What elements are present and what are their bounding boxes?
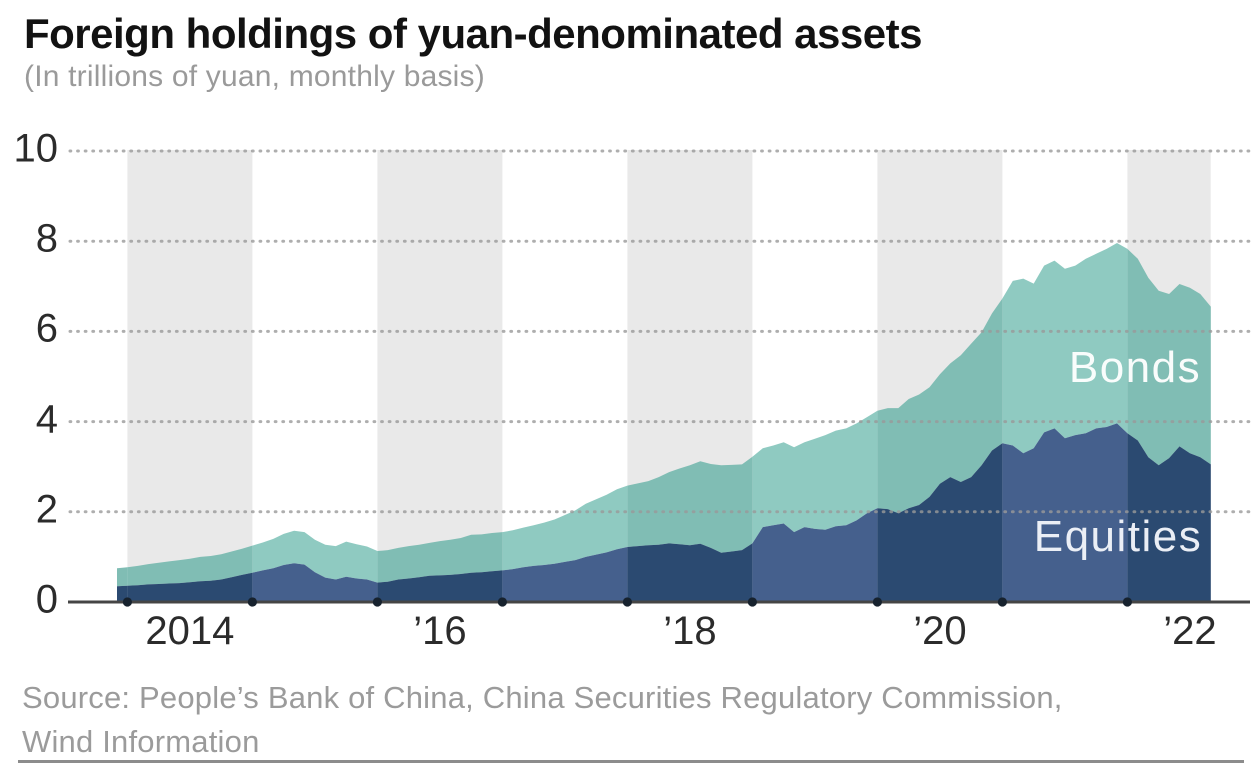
- bottom-divider: [18, 760, 1244, 763]
- bonds-area: [502, 485, 628, 571]
- axis-tick-dot: [872, 597, 883, 607]
- y-tick-label: 2: [35, 487, 58, 532]
- year-band: [377, 150, 503, 601]
- x-tick-label: ’20: [913, 609, 967, 653]
- bonds-area: [117, 567, 128, 587]
- page-title: Foreign holdings of yuan-denominated ass…: [24, 10, 922, 57]
- equities-area: [502, 547, 628, 602]
- equities-area: [1127, 433, 1211, 602]
- source-note: Source: People’s Bank of China, China Se…: [22, 676, 1063, 764]
- equities-area: [752, 508, 878, 602]
- source-line-1: Source: People’s Bank of China, China Se…: [22, 680, 1063, 715]
- axis-tick-dot: [622, 597, 633, 607]
- equities-area: [127, 572, 253, 602]
- axis-tick-dot: [997, 597, 1008, 607]
- bonds-area: [252, 530, 378, 583]
- equities-area: [117, 585, 128, 602]
- axis-tick-dot: [747, 597, 758, 607]
- axis-tick-dot: [1122, 597, 1132, 607]
- bonds-area: [752, 410, 878, 544]
- bonds-area: [1127, 248, 1211, 466]
- chart-subtitle: (In trillions of yuan, monthly basis): [24, 60, 485, 93]
- year-band: [127, 150, 253, 601]
- bonds-area: [627, 456, 753, 553]
- axis-tick-dot: [122, 597, 132, 607]
- bonds-area-label: Bonds: [1068, 343, 1202, 392]
- x-tick-label: 2014: [145, 609, 235, 653]
- equities-area: [627, 543, 753, 602]
- y-tick-label: 10: [13, 126, 59, 171]
- equities-area: [252, 563, 378, 602]
- y-tick-label: 4: [35, 397, 58, 442]
- bonds-area: [377, 532, 503, 583]
- bonds-area: [127, 545, 253, 586]
- axis-tick-dot: [497, 597, 507, 607]
- axis-tick-dot: [247, 597, 257, 607]
- bonds-area: [1002, 243, 1128, 454]
- y-tick-label: 0: [35, 577, 58, 622]
- x-tick-label: ’18: [663, 609, 717, 653]
- bonds-area: [877, 298, 1003, 514]
- equities-area: [377, 570, 503, 602]
- x-tick-label: ’16: [413, 609, 467, 653]
- x-tick-label: ’22: [1163, 609, 1217, 653]
- axis-tick-dot: [372, 597, 382, 607]
- y-tick-label: 6: [35, 307, 58, 352]
- y-tick-label: 8: [35, 216, 58, 261]
- equities-area: [877, 443, 1003, 602]
- source-line-2: Wind Information: [22, 724, 260, 759]
- equities-area-label: Equities: [1033, 512, 1203, 561]
